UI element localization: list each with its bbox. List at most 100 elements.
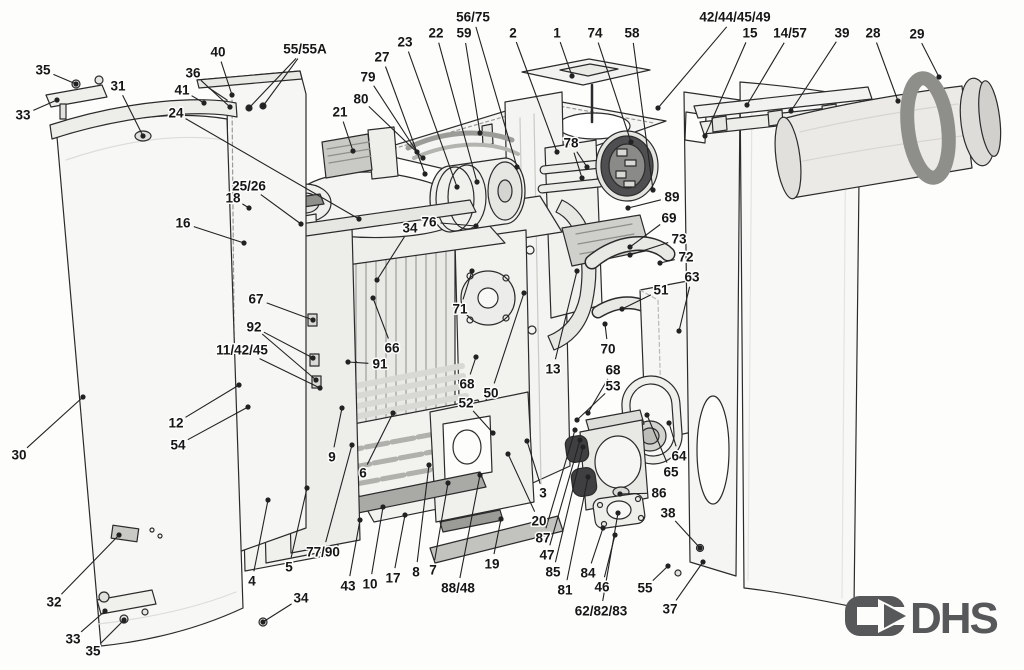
leader-dot xyxy=(380,504,386,510)
leader-dot xyxy=(577,437,583,443)
callout-6: 6 xyxy=(359,466,367,481)
leader-line xyxy=(554,270,578,360)
leader-dot xyxy=(619,306,625,312)
leader-line xyxy=(790,41,837,112)
callout-15: 15 xyxy=(742,26,758,41)
callout-22: 22 xyxy=(428,26,443,41)
leader-dot xyxy=(628,139,634,145)
callout-34: 34 xyxy=(402,221,418,236)
dhs-logo: DHS xyxy=(845,594,1000,643)
leader-dot xyxy=(666,420,672,426)
leader-line xyxy=(465,42,481,134)
leader-line xyxy=(602,512,619,602)
leader-dot xyxy=(665,563,671,569)
callout-51: 51 xyxy=(653,283,669,298)
leader-line xyxy=(266,302,314,321)
callout-1: 1 xyxy=(553,26,561,41)
leader-line xyxy=(438,42,478,183)
leader-dot xyxy=(490,430,496,436)
leader-dot xyxy=(554,149,560,155)
leader-line xyxy=(80,610,106,633)
callout-84: 84 xyxy=(580,566,596,581)
leader-dot xyxy=(304,485,310,491)
leader-dot xyxy=(426,462,432,468)
callout-21: 21 xyxy=(332,105,348,120)
callout-12: 12 xyxy=(168,416,183,431)
leader-line xyxy=(263,331,314,359)
callout-58: 58 xyxy=(624,26,640,41)
leader-dot xyxy=(617,491,623,497)
leader-line xyxy=(260,194,302,225)
callout-3: 3 xyxy=(539,486,547,501)
leader-dot xyxy=(445,480,451,486)
callout-5: 5 xyxy=(285,560,293,575)
callout-16: 16 xyxy=(175,216,191,231)
callout-69: 69 xyxy=(661,211,676,226)
leader-line xyxy=(566,476,589,581)
callout-2: 2 xyxy=(509,26,517,41)
leader-dot xyxy=(505,451,511,457)
leader-line xyxy=(576,392,606,421)
leader-line xyxy=(261,333,317,381)
leader-line xyxy=(394,514,406,569)
leader-dot xyxy=(498,516,504,522)
leader-line xyxy=(590,527,604,564)
callout-54: 54 xyxy=(170,438,186,453)
callout-36: 36 xyxy=(185,66,201,81)
callout-88-48: 88/48 xyxy=(441,581,475,596)
leader-line xyxy=(746,42,785,106)
leader-line xyxy=(493,518,502,555)
callout-20: 20 xyxy=(531,514,546,529)
callout-85: 85 xyxy=(545,565,561,580)
leader-dot xyxy=(650,187,656,193)
callout-64: 64 xyxy=(671,449,687,464)
leader-dot xyxy=(265,497,271,503)
leader-line xyxy=(526,440,541,484)
callout-13: 13 xyxy=(545,362,561,377)
burner-front-plate xyxy=(429,391,535,523)
callout-40: 40 xyxy=(210,45,225,60)
leader-line xyxy=(33,99,58,111)
leader-line xyxy=(603,534,616,578)
callout-25-26: 25/26 xyxy=(232,179,266,194)
callout-80: 80 xyxy=(353,92,368,107)
leader-line xyxy=(200,79,231,108)
leader-line xyxy=(657,26,728,109)
leader-line xyxy=(193,226,245,244)
callout-63: 63 xyxy=(684,270,700,285)
leader-line xyxy=(559,41,573,77)
leader-dot xyxy=(310,355,316,361)
leader-dot xyxy=(229,92,235,98)
leader-dot xyxy=(627,252,633,258)
callout-9: 9 xyxy=(328,450,336,465)
callout-68: 68 xyxy=(459,377,475,392)
leader-dot xyxy=(474,179,480,185)
leader-dot xyxy=(339,405,345,411)
leader-dot xyxy=(317,385,323,391)
leader-dot xyxy=(697,545,703,551)
dhs-logo-text: DHS xyxy=(910,594,998,643)
leader-dot xyxy=(73,81,79,87)
leader-line xyxy=(325,444,353,543)
callout-27: 27 xyxy=(374,50,389,65)
leader-line xyxy=(262,58,299,107)
callout-47: 47 xyxy=(539,548,554,563)
leader-line xyxy=(675,561,704,601)
leader-line xyxy=(61,534,120,595)
callout-43: 43 xyxy=(340,579,356,594)
leader-line xyxy=(434,482,449,561)
leader-dot xyxy=(477,130,483,136)
callout-41: 41 xyxy=(174,83,190,98)
callout-35: 35 xyxy=(85,644,101,659)
leader-line xyxy=(407,51,458,188)
leader-dot xyxy=(422,171,428,177)
leader-dot xyxy=(580,444,586,450)
leader-dot xyxy=(349,442,355,448)
callout-67: 67 xyxy=(248,292,263,307)
leader-line xyxy=(597,42,632,143)
callout-52: 52 xyxy=(458,396,473,411)
callout-35: 35 xyxy=(35,63,51,78)
